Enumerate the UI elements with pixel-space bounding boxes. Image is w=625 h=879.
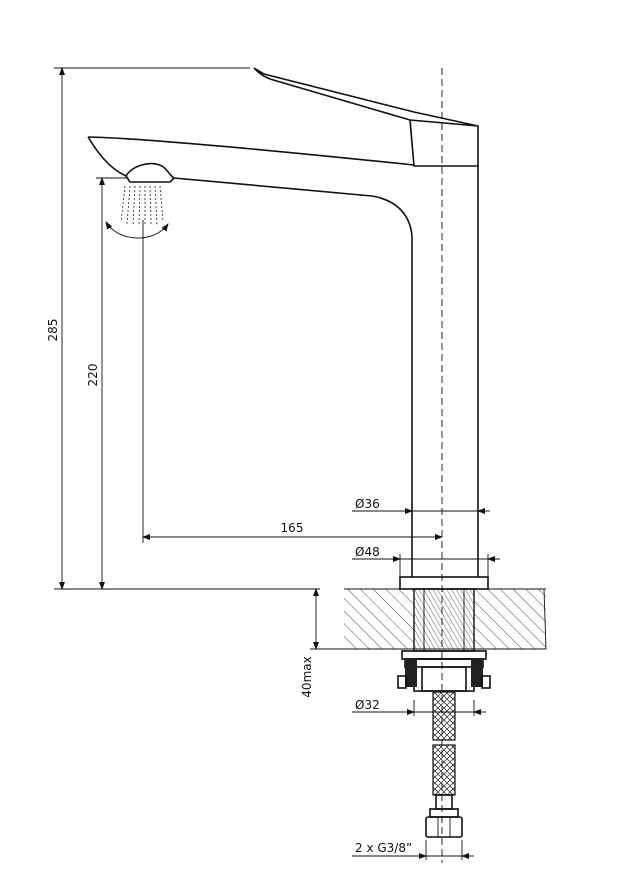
dimension-base-diameter — [352, 554, 500, 577]
label-spout-height: 220 — [86, 364, 100, 387]
dimension-total-height — [54, 67, 320, 590]
label-spout-reach: 165 — [281, 521, 304, 535]
dimension-connection — [352, 840, 474, 860]
countertop — [344, 588, 547, 650]
dimension-spout-height — [96, 177, 128, 590]
aerator — [125, 175, 175, 183]
flexible-hose — [425, 691, 463, 838]
label-fixing-diameter: Ø32 — [355, 698, 380, 712]
dimension-spout-reach — [142, 220, 443, 543]
dimension-fixing-diameter — [352, 700, 486, 716]
label-deck-thickness: 40max — [300, 656, 314, 697]
label-connection: 2 x G3/8” — [355, 841, 412, 855]
spout — [87, 136, 415, 237]
base-ring — [399, 576, 489, 590]
dimension-deck-thickness — [310, 588, 344, 650]
swivel-arrow — [105, 221, 169, 239]
label-base-diameter: Ø48 — [355, 545, 380, 559]
water-spray — [120, 185, 164, 227]
label-total-height: 285 — [46, 319, 60, 342]
threaded-shank — [413, 588, 475, 652]
fixing-nut — [397, 650, 491, 692]
label-body-diameter: Ø36 — [355, 497, 380, 511]
lever-handle — [253, 67, 479, 167]
